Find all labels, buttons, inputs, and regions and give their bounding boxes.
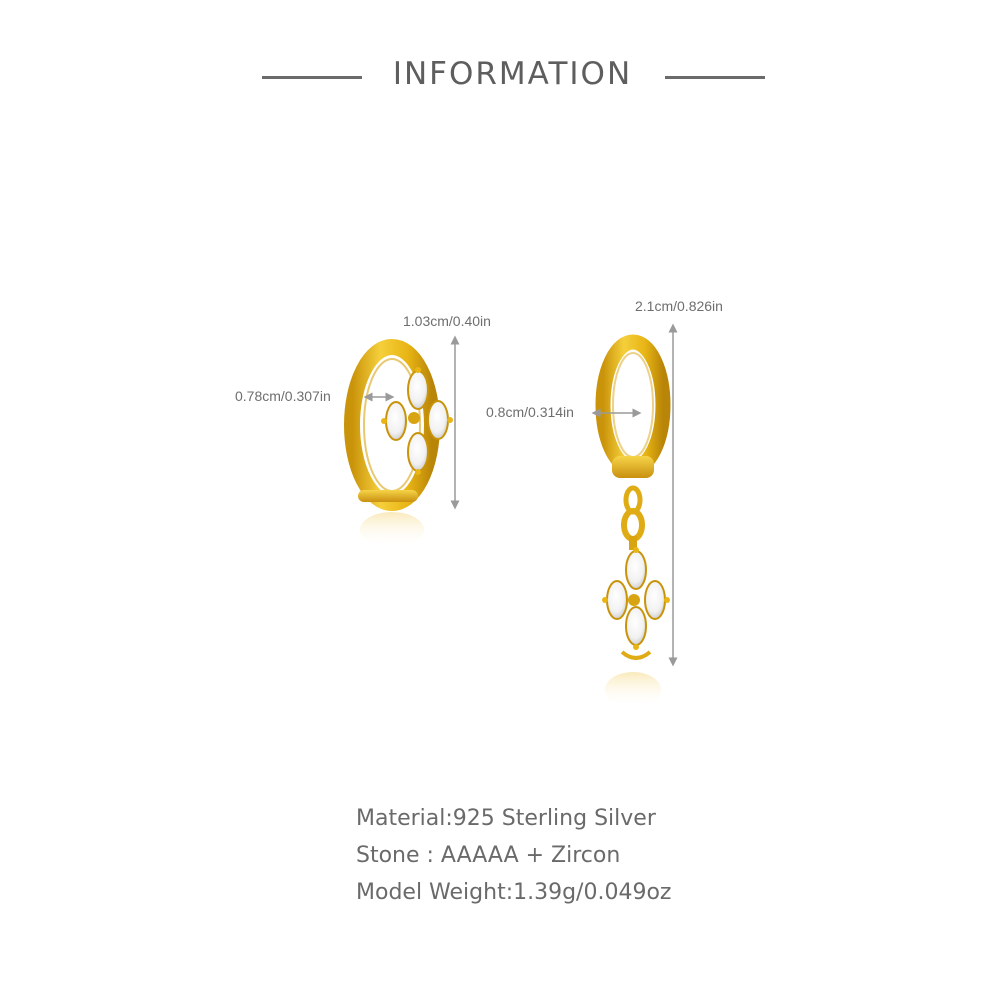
left-reflection [360, 512, 424, 548]
stone-spec: Stone : AAAAA + Zircon [356, 843, 621, 868]
right-reflection [605, 672, 661, 708]
right-inner-label: 0.8cm/0.314in [486, 404, 574, 420]
material-spec: Material:925 Sterling Silver [356, 806, 656, 831]
page-title: INFORMATION [392, 56, 633, 92]
right-flower-charm [602, 547, 670, 660]
header-divider-left [262, 76, 362, 79]
weight-spec: Model Weight:1.39g/0.049oz [356, 880, 672, 905]
left-inner-label: 0.78cm/0.307in [235, 388, 331, 404]
product-specs: Material:925 Sterling Silver Stone : AAA… [356, 800, 671, 911]
left-flower-setting [381, 367, 453, 475]
left-earring [344, 339, 453, 548]
header-divider-right [665, 76, 765, 79]
left-height-label: 1.03cm/0.40in [403, 313, 491, 329]
right-height-label: 2.1cm/0.826in [635, 298, 723, 314]
right-earring [595, 334, 671, 708]
